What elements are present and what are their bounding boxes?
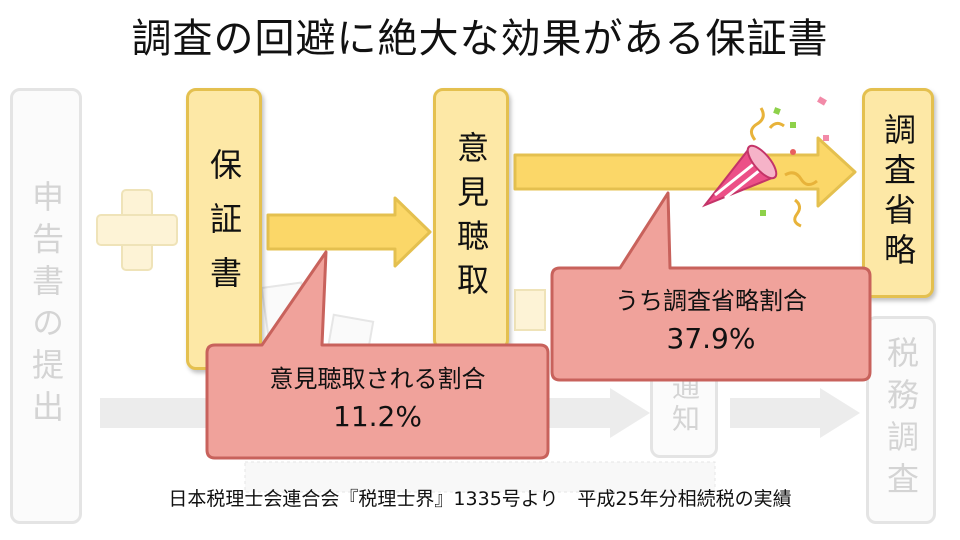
omission-box: 調査省略	[862, 88, 934, 298]
callout-hearing-caption: 意見聴取される割合	[269, 365, 486, 393]
faded-bottom-banner	[244, 461, 716, 493]
callout-hearing	[205, 250, 550, 460]
faded-yellow-box	[514, 289, 546, 331]
guarantee-box: 保証書	[186, 88, 262, 370]
callout-omission-value: 37.9%	[666, 322, 756, 355]
callout-hearing-text: 意見聴取される割合 11.2%	[207, 360, 548, 436]
hearing-box: 意見聴取	[433, 88, 509, 350]
callout-omission	[550, 191, 872, 382]
arrow-guarantee-to-hearing	[266, 196, 432, 268]
omission-label: 調査省略	[879, 113, 917, 273]
callout-hearing-value: 11.2%	[333, 400, 422, 433]
guarantee-label: 保証書	[205, 148, 243, 310]
source-footnote: 日本税理士会連合会『税理士界』1335号より 平成25年分相続税の実績	[168, 488, 792, 510]
submission-label: 申告書の提出	[27, 180, 65, 432]
party-popper-icon	[701, 96, 829, 228]
callout-omission-caption: うち調査省略割合	[615, 287, 807, 315]
submission-box: 申告書の提出	[10, 88, 82, 524]
tax-audit-box: 税務調査	[866, 316, 936, 524]
tax-audit-label: 税務調査	[882, 336, 920, 504]
hearing-label: 意見聴取	[452, 131, 490, 307]
callout-omission-text: うち調査省略割合 37.9%	[552, 282, 870, 358]
plus-icon	[96, 189, 178, 271]
page-title: 調査の回避に絶大な効果がある保証書	[131, 16, 829, 62]
notice-label: 通知	[668, 372, 701, 436]
arrow-hearing-to-omission	[513, 136, 857, 208]
